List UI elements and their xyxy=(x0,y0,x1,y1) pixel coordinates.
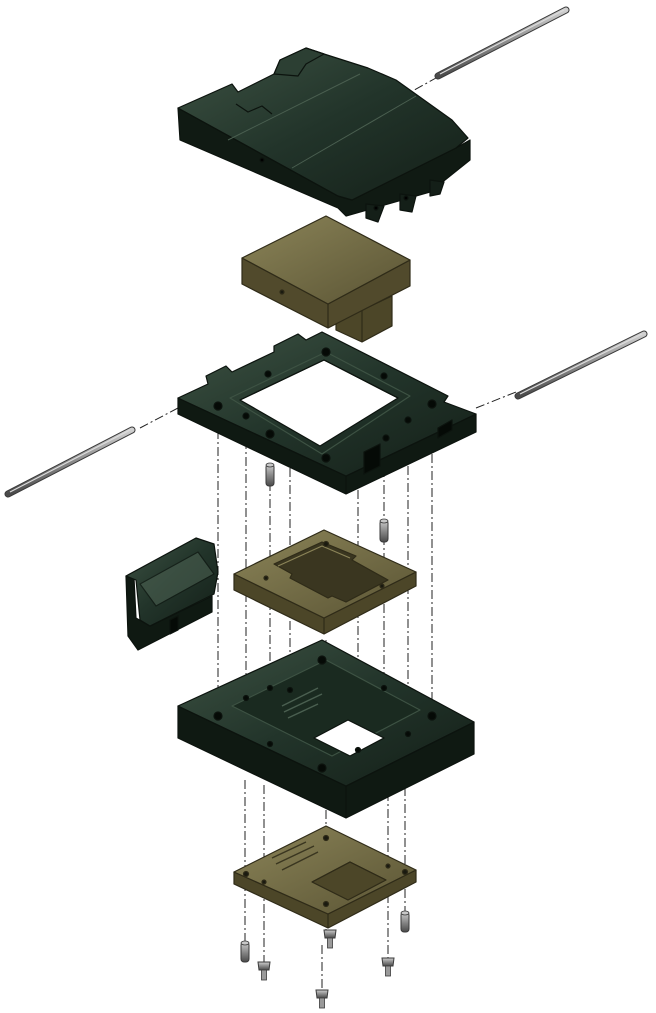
mounting-screw xyxy=(315,989,329,1009)
leader-line xyxy=(139,407,179,429)
mounting-screw xyxy=(257,961,271,981)
top-lid xyxy=(177,47,471,223)
bottom-plate xyxy=(233,825,417,929)
alignment-pin xyxy=(379,518,389,543)
hinge-frame xyxy=(177,331,477,495)
mounting-screw xyxy=(381,957,395,977)
latch-clip xyxy=(125,537,219,651)
socket-base xyxy=(177,639,475,819)
pressure-block xyxy=(241,215,411,343)
socket-insert xyxy=(233,529,417,635)
mounting-screw xyxy=(323,929,337,949)
lid-hinge-pin xyxy=(434,6,570,80)
mounting-screw xyxy=(240,940,250,963)
leader-line xyxy=(475,391,517,409)
alignment-pin xyxy=(265,462,275,487)
alignment-pins xyxy=(265,462,389,543)
frame-hinge-pin-left xyxy=(4,426,136,498)
frame-hinge-pin-right xyxy=(514,330,648,400)
mounting-screws xyxy=(240,910,410,1009)
mounting-screw xyxy=(400,910,410,933)
